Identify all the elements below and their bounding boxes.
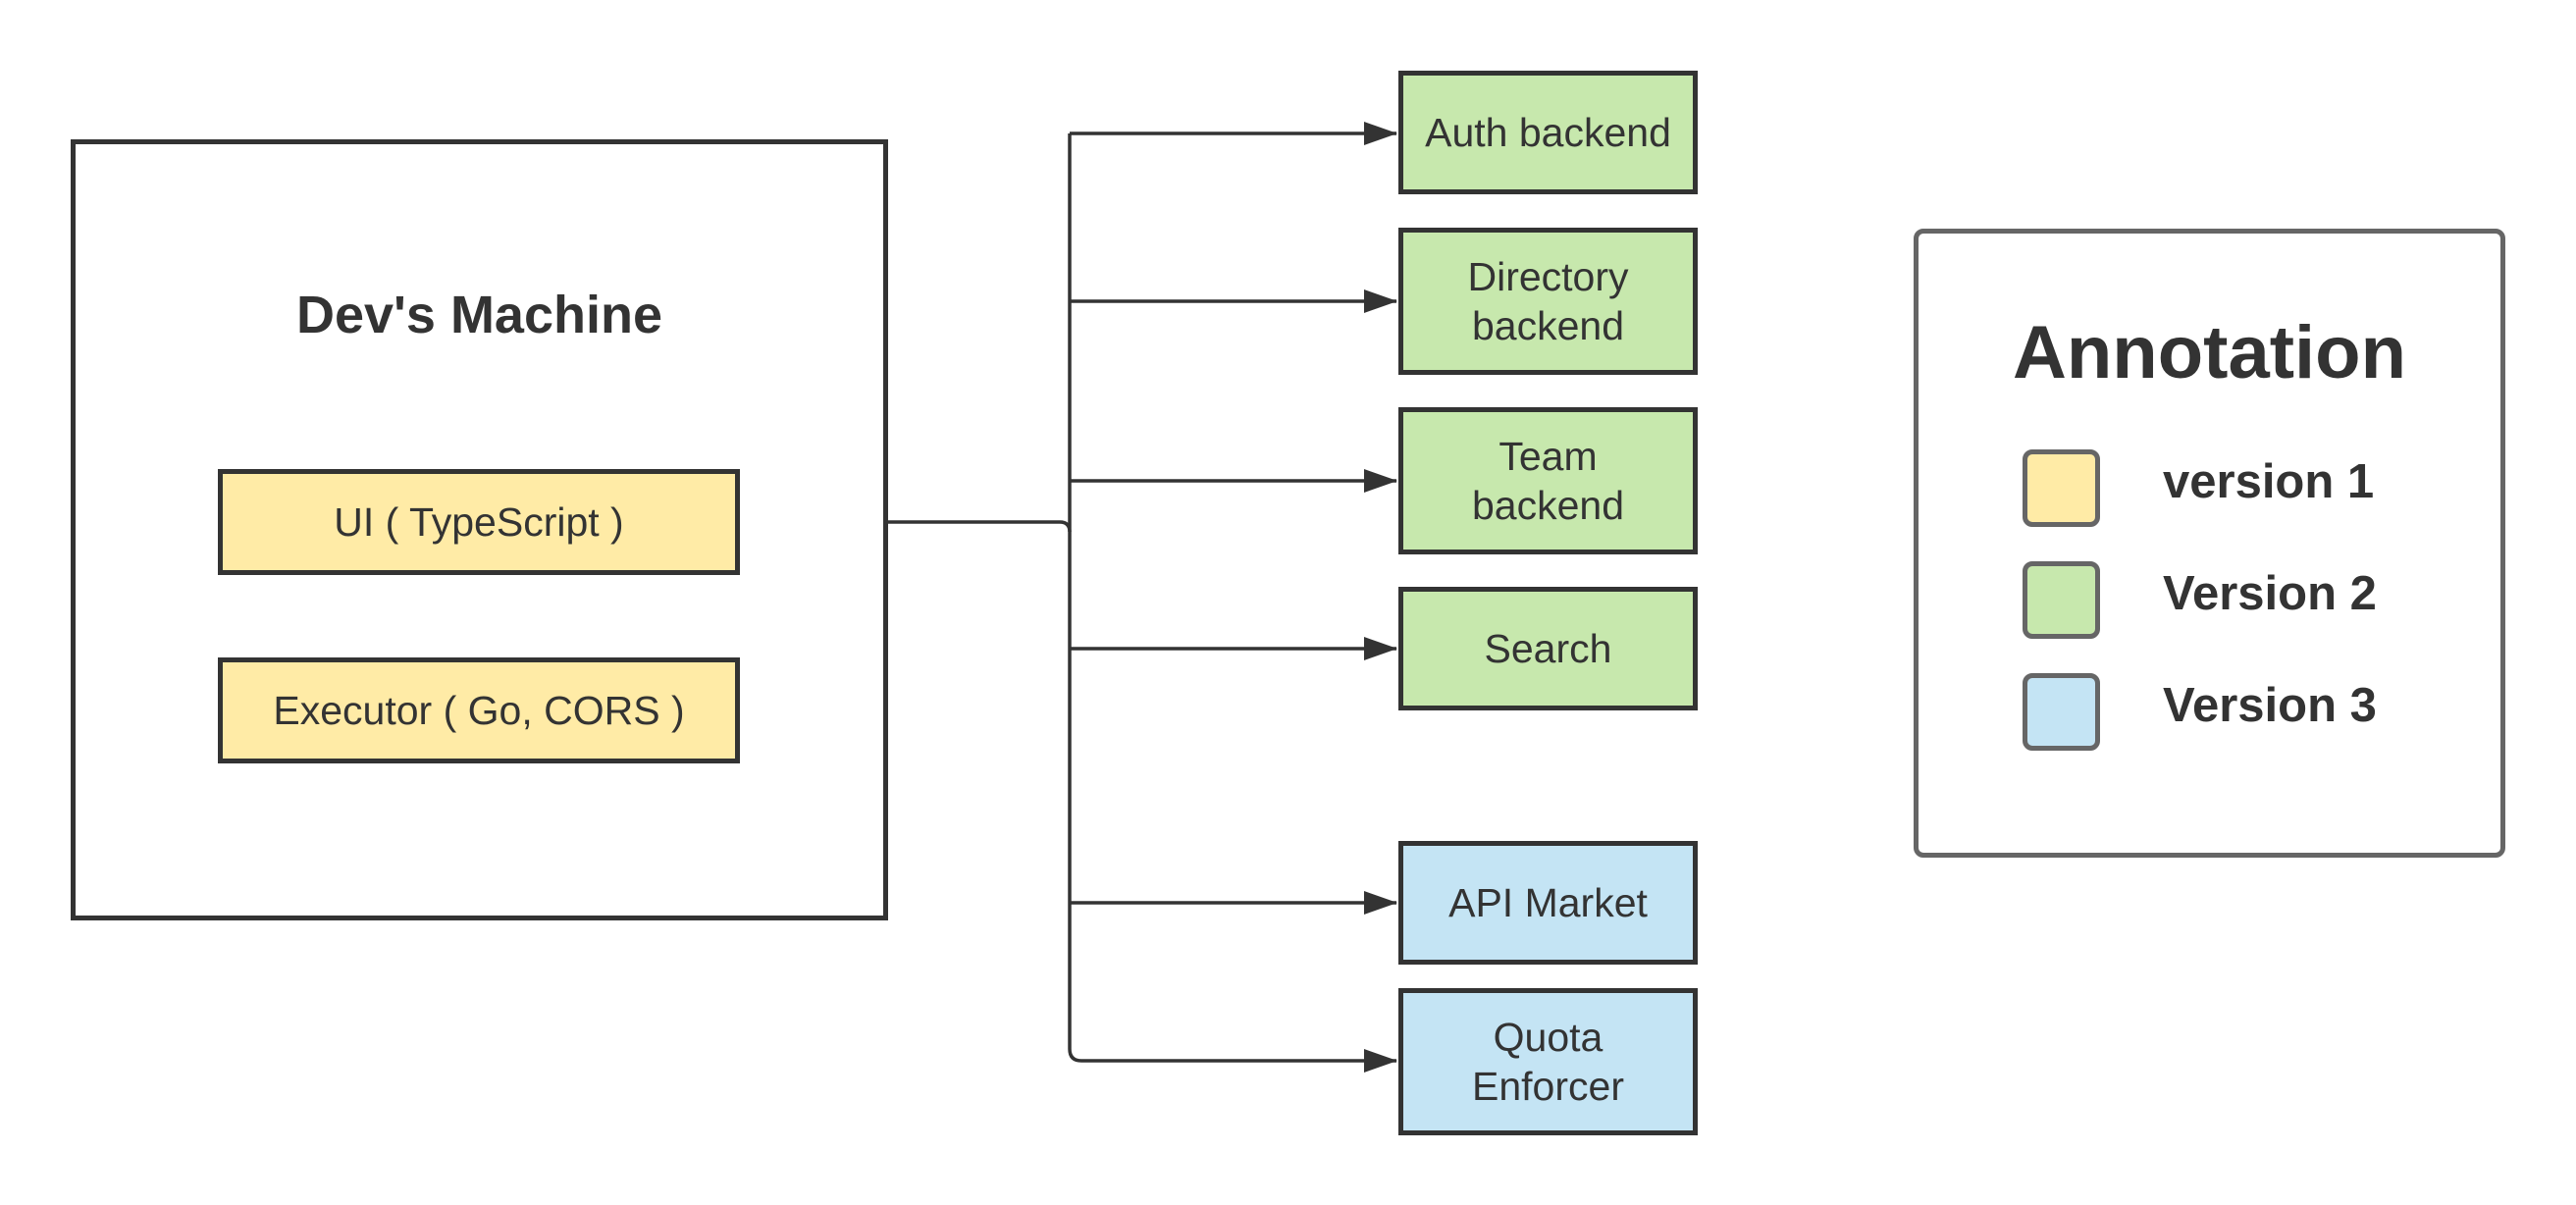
legend-panel xyxy=(1914,229,2505,858)
ui-typescript-box[interactable]: UI ( TypeScript ) xyxy=(218,469,740,575)
legend-swatch-version-1 xyxy=(2023,449,2100,527)
legend-label-version-2: Version 2 xyxy=(2163,567,2377,620)
search-box[interactable]: Search xyxy=(1398,587,1698,710)
legend-label-version-3: Version 3 xyxy=(2163,679,2377,732)
bus-trunk-connector xyxy=(1068,133,1082,1063)
dev-machine-title: Dev's Machine xyxy=(296,286,662,344)
legend-label-version-1: version 1 xyxy=(2163,455,2375,508)
auth-backend-box[interactable]: Auth backend xyxy=(1398,71,1698,194)
legend-title: Annotation xyxy=(2012,311,2406,394)
dev-machine-frame xyxy=(71,139,888,920)
legend-swatch-version-2 xyxy=(2023,561,2100,639)
legend-swatch-version-3 xyxy=(2023,673,2100,751)
api-market-box[interactable]: API Market xyxy=(1398,841,1698,965)
executor-box[interactable]: Executor ( Go, CORS ) xyxy=(218,657,740,763)
